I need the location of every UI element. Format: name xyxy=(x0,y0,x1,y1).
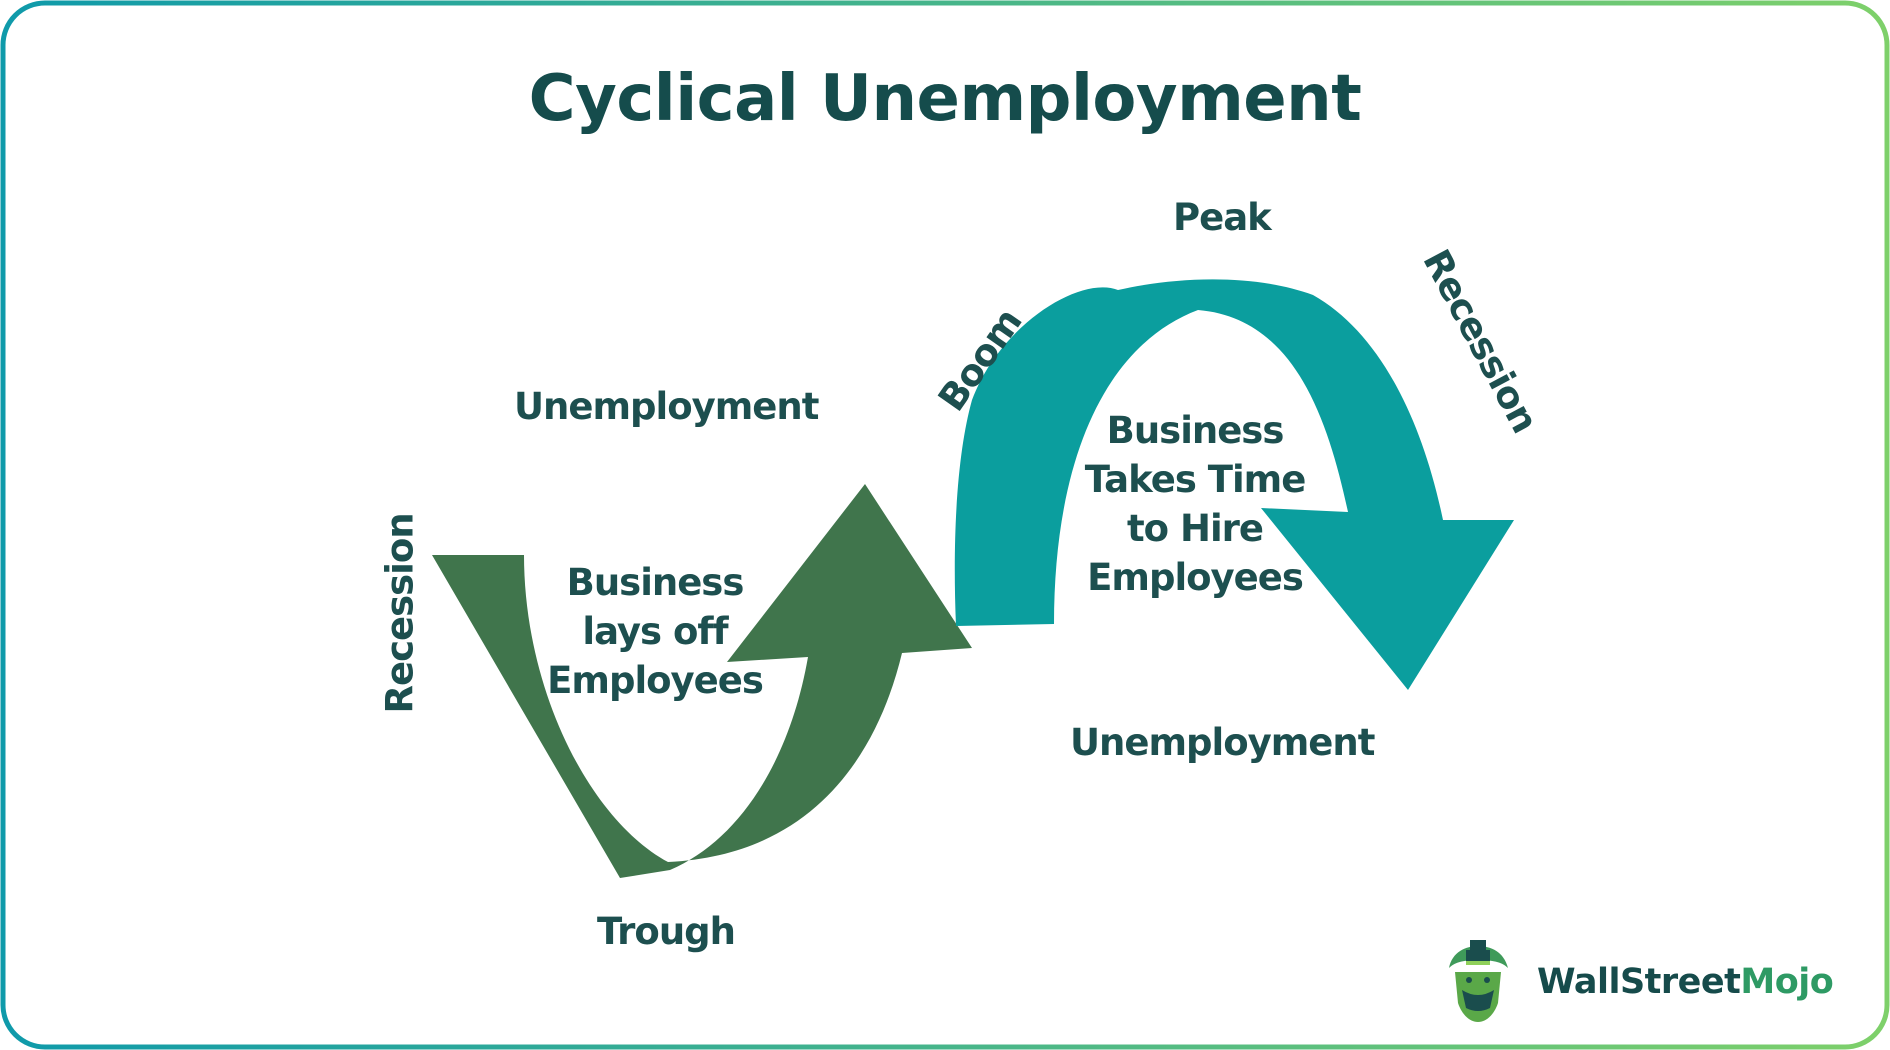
peak-label: Peak xyxy=(1173,196,1272,239)
recession-left-label: Recession xyxy=(378,513,422,714)
unemployment-top-label: Unemployment xyxy=(514,385,819,428)
wallstreetmojo-logo-icon xyxy=(1449,940,1508,1022)
layoff-line-2: lays off xyxy=(582,610,728,653)
trough-label: Trough xyxy=(597,910,736,953)
page-title: Cyclical Unemployment xyxy=(528,62,1362,136)
teal-arch-arrow xyxy=(954,279,1514,690)
wallstreetmojo-logo-text: WallStreetMojo xyxy=(1537,962,1834,1002)
layoff-line-3: Employees xyxy=(547,659,764,702)
green-u-arrow xyxy=(432,484,972,878)
hire-text-block: Business Takes Time to Hire Employees xyxy=(1065,406,1325,602)
hire-line-1: Business xyxy=(1106,409,1285,452)
hire-line-2: Takes Time xyxy=(1084,458,1307,501)
hire-line-3: to Hire xyxy=(1127,507,1264,550)
unemployment-bottom-label: Unemployment xyxy=(1070,721,1375,764)
layoff-text-block: Business lays off Employees xyxy=(520,558,790,705)
layoff-line-1: Business xyxy=(566,561,745,604)
hire-line-4: Employees xyxy=(1087,556,1304,599)
logo-text-part1: WallStreet xyxy=(1537,962,1741,1002)
logo-text-part2: Mojo xyxy=(1740,962,1834,1002)
